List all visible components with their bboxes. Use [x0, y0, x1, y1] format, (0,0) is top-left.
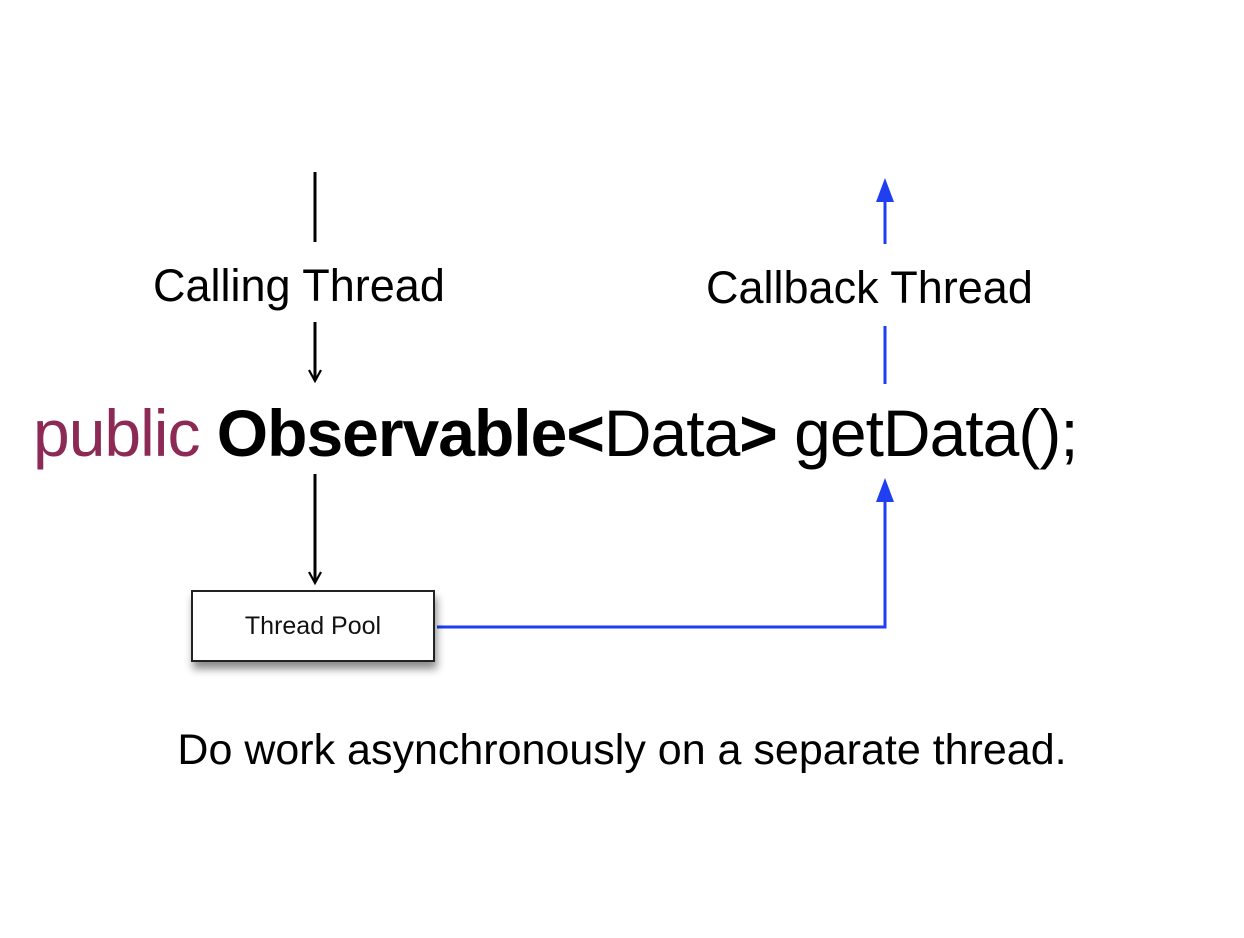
method-signature: public Observable<Data> getData(); — [33, 396, 1079, 470]
close-angle-bracket: > — [739, 396, 778, 470]
calling-arrow-to-thread-pool — [308, 474, 322, 586]
type-parameter: Data — [603, 396, 740, 470]
thread-pool-label: Thread Pool — [244, 611, 382, 640]
callback-arrowhead-lower — [876, 478, 894, 502]
thread-pool-box: Thread Pool — [191, 590, 435, 662]
method-name: getData(); — [776, 396, 1078, 470]
calling-arrow-to-signature — [308, 322, 322, 384]
caption: Do work asynchronously on a separate thr… — [177, 726, 1067, 774]
return-type: Observable — [216, 396, 568, 470]
callback-arrowhead-top — [876, 178, 894, 202]
callback-path-from-thread-pool — [437, 500, 887, 629]
open-angle-bracket: < — [566, 396, 605, 470]
calling-thread-label: Calling Thread — [153, 260, 445, 311]
callback-thread-label: Callback Thread — [706, 262, 1033, 313]
modifier-keyword: public — [33, 396, 200, 470]
